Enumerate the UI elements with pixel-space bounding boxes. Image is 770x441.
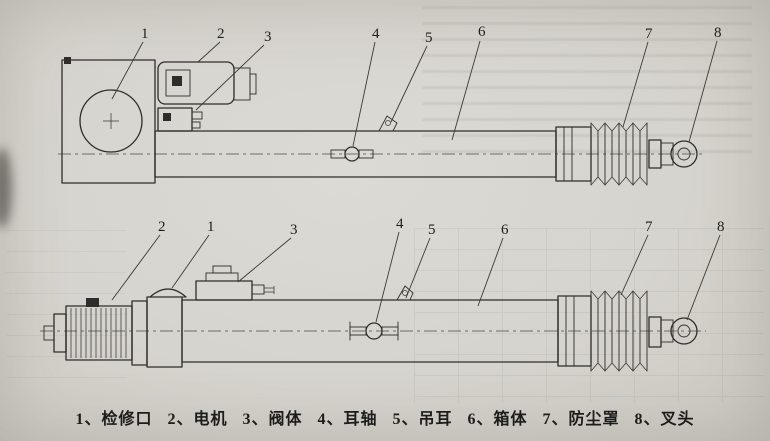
leader-line bbox=[197, 41, 221, 63]
leader-line bbox=[477, 237, 504, 307]
callout-number: 5 bbox=[425, 30, 433, 46]
top-view: 1 2 3 4 5 6 7 8 bbox=[58, 24, 722, 186]
fork-head-top-view bbox=[648, 139, 698, 169]
motor-flange bbox=[131, 300, 148, 366]
leader-line bbox=[390, 45, 428, 123]
motor-cooling-fins bbox=[70, 308, 127, 358]
leader-line bbox=[688, 40, 718, 143]
valve-body-top-view bbox=[157, 107, 203, 132]
caption-item: 4、耳轴 bbox=[317, 411, 378, 428]
leader-line bbox=[620, 234, 649, 296]
callout-number: 3 bbox=[290, 222, 298, 238]
scan-smudge bbox=[0, 148, 12, 228]
motor-body bbox=[157, 61, 235, 105]
leader-line bbox=[686, 234, 721, 321]
fork-head-side-view bbox=[648, 316, 698, 348]
callout-number: 6 bbox=[478, 24, 486, 40]
lifting-lug-side-view bbox=[396, 285, 414, 301]
leader-line bbox=[375, 231, 400, 323]
callout-number: 7 bbox=[645, 26, 653, 42]
caption-item: 3、阀体 bbox=[242, 411, 303, 428]
trunnion-side-view bbox=[349, 321, 399, 341]
leader-line bbox=[622, 41, 649, 128]
caption-item: 5、吊耳 bbox=[392, 411, 453, 428]
callout-number: 4 bbox=[372, 26, 380, 42]
callout-number: 4 bbox=[396, 216, 404, 232]
callout-number: 8 bbox=[714, 25, 722, 41]
leader-line bbox=[171, 234, 210, 289]
leader-line bbox=[237, 237, 292, 283]
callout-number: 2 bbox=[158, 219, 166, 235]
callout-number: 3 bbox=[264, 29, 272, 45]
leader-lines-top bbox=[111, 40, 718, 147]
callout-number: 7 bbox=[645, 219, 653, 235]
inspection-port-circle bbox=[79, 89, 143, 153]
leader-line bbox=[451, 40, 481, 141]
side-view: 2 1 3 4 5 6 7 8 bbox=[40, 216, 725, 372]
callout-number: 2 bbox=[217, 26, 225, 42]
leader-line bbox=[111, 234, 161, 301]
callout-number: 6 bbox=[501, 222, 509, 238]
valve-body-side-view bbox=[195, 265, 275, 301]
leader-line bbox=[352, 41, 376, 147]
lifting-lug-top-view bbox=[378, 115, 398, 132]
inspection-port-cover bbox=[149, 288, 187, 298]
figure-caption: 1、检修口 2、电机 3、阀体 4、耳轴 5、吊耳 6、箱体 7、防尘罩 8、叉… bbox=[0, 405, 770, 429]
caption-item: 8、叉头 bbox=[634, 411, 695, 428]
callout-number: 5 bbox=[428, 222, 436, 238]
dust-cover-bellows-side-view bbox=[590, 290, 648, 372]
leader-line bbox=[111, 41, 144, 100]
trunnion-top-view bbox=[330, 146, 374, 162]
caption-item: 6、箱体 bbox=[467, 411, 528, 428]
caption-item: 2、电机 bbox=[167, 411, 228, 428]
callout-number: 8 bbox=[717, 219, 725, 235]
callout-numbers-bottom: 2 1 3 4 5 6 7 8 bbox=[158, 216, 725, 238]
leader-line bbox=[195, 44, 265, 111]
adapter-box bbox=[146, 296, 183, 368]
leader-lines-bottom bbox=[111, 231, 721, 323]
caption-item: 1、检修口 bbox=[75, 411, 153, 428]
motor-junction-box bbox=[165, 69, 191, 97]
dust-cover-bellows-top-view bbox=[590, 122, 648, 186]
motor-side-view bbox=[43, 296, 183, 368]
motor-top-view bbox=[157, 61, 257, 105]
callout-numbers-top: 1 2 3 4 5 6 7 8 bbox=[141, 24, 722, 46]
caption-item: 7、防尘罩 bbox=[542, 411, 620, 428]
scan-bleedthrough-artifact bbox=[414, 228, 764, 403]
leader-line bbox=[405, 237, 431, 299]
housing-box bbox=[61, 57, 156, 184]
callout-number: 1 bbox=[207, 219, 215, 235]
callout-number: 1 bbox=[141, 26, 149, 42]
